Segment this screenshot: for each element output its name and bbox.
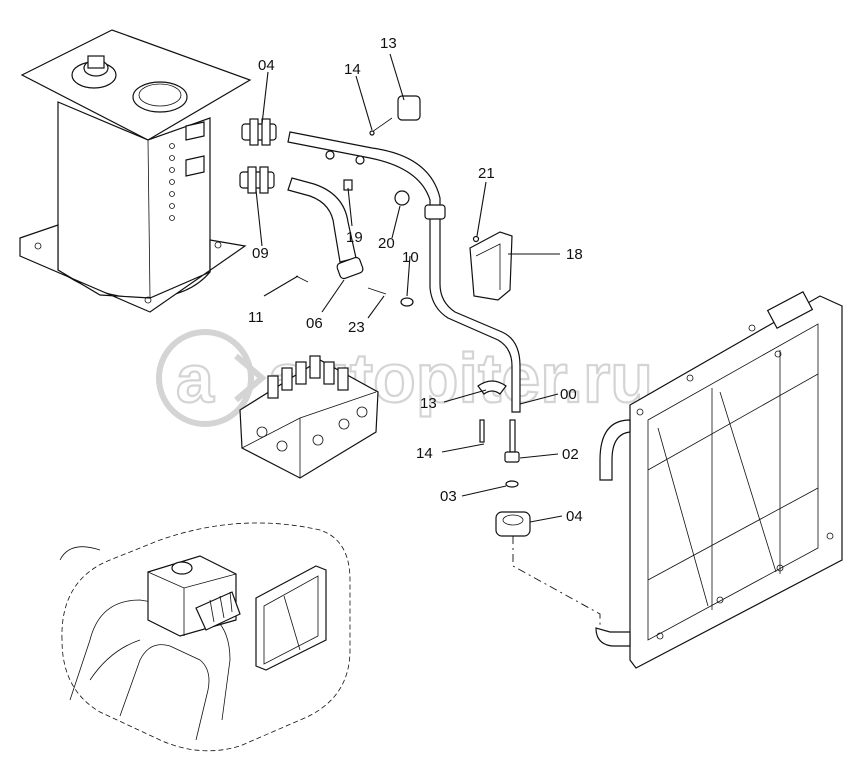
callout-11: 11 [248,309,264,326]
excavator-overview [59,522,351,752]
callout-10: 10 [402,249,419,266]
leader-lines [255,53,563,523]
watermark-logo-arrow [234,353,267,403]
hydraulic-tank [19,29,252,313]
callout-labels: 13 14 04 21 18 19 20 09 10 11 06 23 13 0… [248,35,583,525]
callout-13-upper: 13 [380,35,397,52]
control-valve [239,355,379,479]
watermark-logo-letter: a [176,341,215,417]
callout-23: 23 [348,319,365,336]
hose-clamps-upper [239,118,277,194]
callout-04-lower: 04 [566,508,583,525]
small-fittings [295,95,480,307]
callout-00: 00 [560,386,577,403]
callout-09: 09 [252,245,269,262]
mounting-bracket [469,231,513,301]
watermark-logo-circle [156,329,254,427]
connection-line [512,536,601,628]
callout-21: 21 [478,165,495,182]
callout-19: 19 [346,229,363,246]
lower-hose [287,177,364,280]
callout-18: 18 [566,246,583,263]
lower-fittings [477,380,531,537]
watermark: a autopiter.ru [156,329,654,427]
upper-pipe [287,131,521,413]
callout-06: 06 [306,315,323,332]
callout-20: 20 [378,235,395,252]
callout-03: 03 [440,488,457,505]
callout-02: 02 [562,446,579,463]
radiator-frame [595,290,843,669]
callout-14-lower: 14 [416,445,433,462]
callout-04-upper: 04 [258,57,275,74]
callout-13-lower: 13 [420,395,437,412]
callout-14-upper: 14 [344,61,361,78]
